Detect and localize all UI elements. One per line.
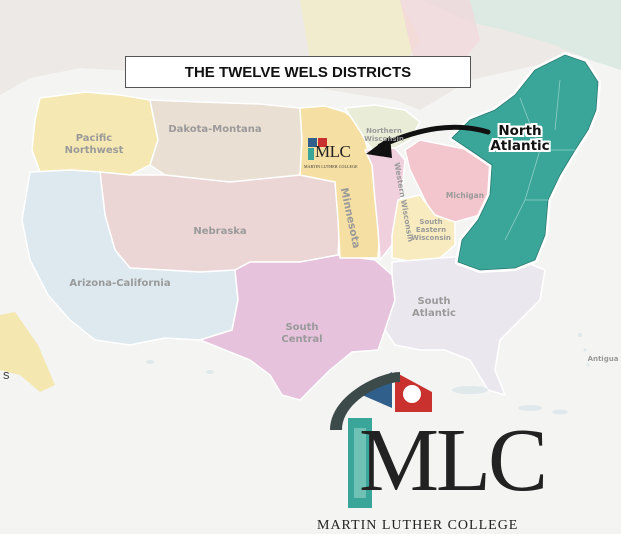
label-pacific-northwest: Pacific Northwest [64,133,124,156]
mlc-logo-large-text: MLC [359,411,548,510]
district-dakota-montana [149,99,303,183]
label-south-atlantic: South Atlantic [412,296,456,319]
district-north-atlantic-inner [451,54,599,271]
mlc-logo-large-subtitle: MARTIN LUTHER COLLEGE [317,518,519,533]
edge-text: s [3,367,10,382]
north-atlantic-state-lines [504,79,575,241]
label-south-eastern-wisconsin: South Eastern Wisconsin [411,218,451,243]
mlc-logo-small-text: MLC [315,142,351,161]
arrow-head [366,136,392,158]
mlc-logo-small-subtitle: MARTIN LUTHER COLLEGE [304,164,358,169]
mlc-small-emblem [308,138,327,160]
label-south-central: South Central [281,322,323,345]
label-north-atlantic: North Atlantic [490,123,550,155]
alaska-fragment [0,312,55,392]
mlc-logo-large: MLC MARTIN LUTHER COLLEGE [315,372,548,534]
label-antigua: Antigua [587,355,619,363]
label-northern-wisconsin: Northern Wisconsin [364,127,404,144]
mlc-logo-small: MLC MARTIN LUTHER COLLEGE [304,135,370,175]
label-arizona-california: Arizona-California [69,278,171,289]
arrow-shaft [377,124,491,149]
district-south-eastern-wisconsin [391,194,456,263]
label-michigan: Michigan [445,191,485,200]
map-title: THE TWELVE WELS DISTRICTS [125,56,471,88]
caribbean-islands [146,333,590,415]
mlc-large-emblem [330,372,432,508]
district-nebraska [99,171,341,273]
label-dakota-montana: Dakota-Montana [168,124,262,135]
label-nebraska: Nebraska [193,226,247,237]
